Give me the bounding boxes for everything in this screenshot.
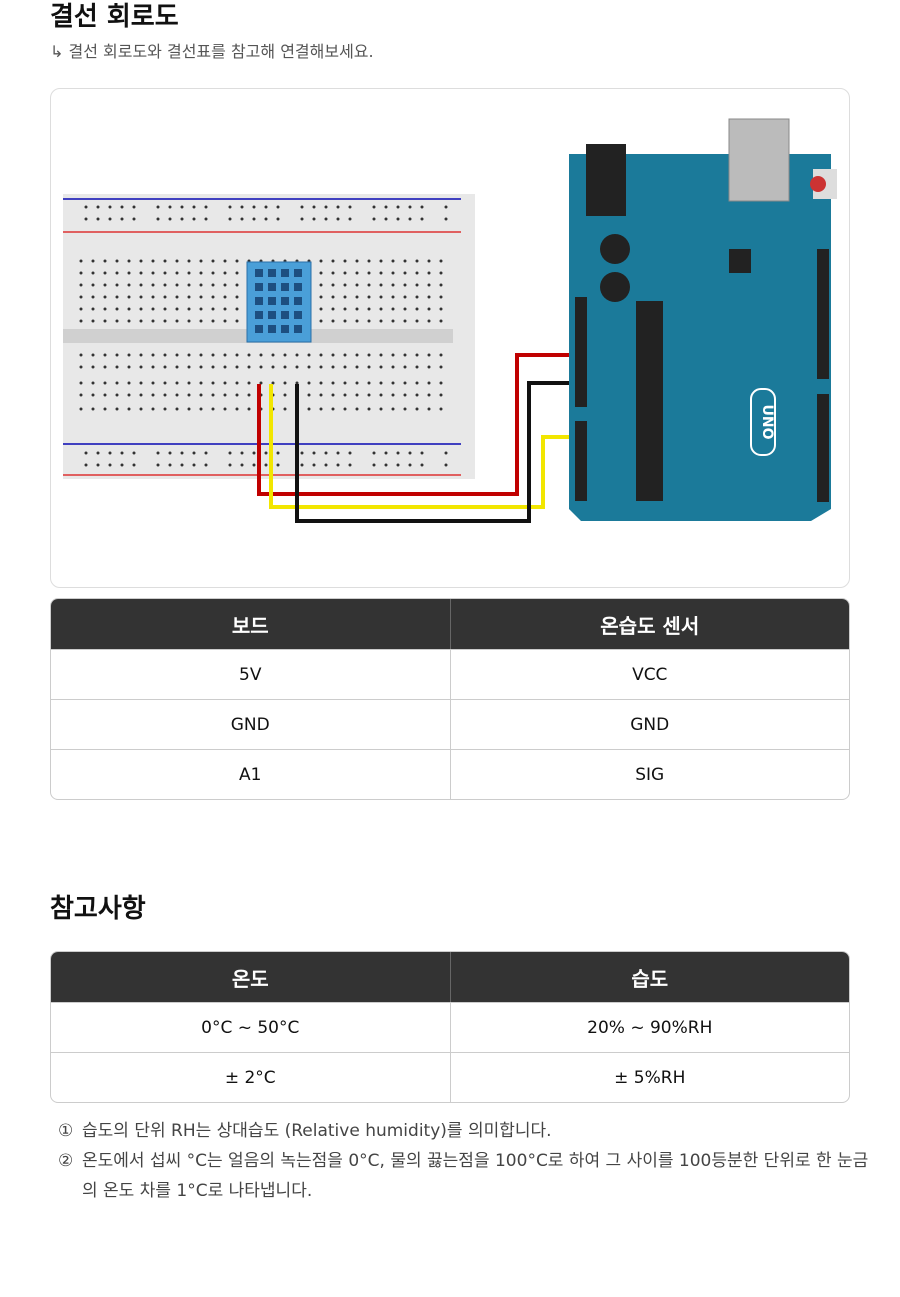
section-title-wiring: 결선 회로도 [50, 2, 179, 32]
table-cell: SIG [449, 750, 850, 799]
header-sensor: 온습도 센서 [449, 599, 849, 649]
notes-list: ① 습도의 단위 RH는 상대습도 (Relative humidity)를 의미… [58, 1116, 878, 1206]
table-cell: ± 5%RH [449, 1053, 850, 1102]
table-cell: A1 [239, 764, 262, 785]
header-humidity: 습도 [449, 952, 849, 1002]
humidity-sensor [246, 261, 312, 343]
note-text: 온도에서 섭씨 °C는 얼음의 녹는점을 0°C, 물의 끓는점을 100°C로… [82, 1151, 869, 1201]
table-cell: ± 2°C [224, 1067, 276, 1088]
table-row: GND GND [51, 699, 849, 749]
section-subtitle: ↳ 결선 회로도와 결선표를 참고해 연결해보세요. [50, 42, 374, 61]
table-row: 0°C ~ 50°C 20% ~ 90%RH [51, 1002, 849, 1052]
arduino-uno-board: UNO [569, 118, 837, 521]
table-row: ± 2°C ± 5%RH [51, 1052, 849, 1102]
table-cell: 5V [239, 664, 262, 685]
table-row: A1 SIG [51, 749, 849, 799]
table-cell: GND [449, 700, 850, 749]
wiring-diagram: UNO [50, 88, 850, 588]
section-title-notes: 참고사항 [50, 894, 146, 924]
table-cell: GND [230, 714, 270, 735]
note-marker: ① [58, 1121, 74, 1141]
table-cell: 0°C ~ 50°C [201, 1017, 300, 1038]
header-temperature: 온도 [51, 952, 450, 1002]
note-item: ② 온도에서 섭씨 °C는 얼음의 녹는점을 0°C, 물의 끓는점을 100°C… [58, 1146, 878, 1206]
note-item: ① 습도의 단위 RH는 상대습도 (Relative humidity)를 의미… [58, 1116, 878, 1146]
header-board: 보드 [51, 599, 450, 649]
note-text: 습도의 단위 RH는 상대습도 (Relative humidity)를 의미합… [82, 1121, 552, 1141]
table-cell: 20% ~ 90%RH [449, 1003, 850, 1052]
table-cell: VCC [449, 650, 850, 699]
board-label: UNO [759, 405, 775, 440]
table-row: 5V VCC [51, 649, 849, 699]
note-marker: ② [58, 1151, 74, 1171]
